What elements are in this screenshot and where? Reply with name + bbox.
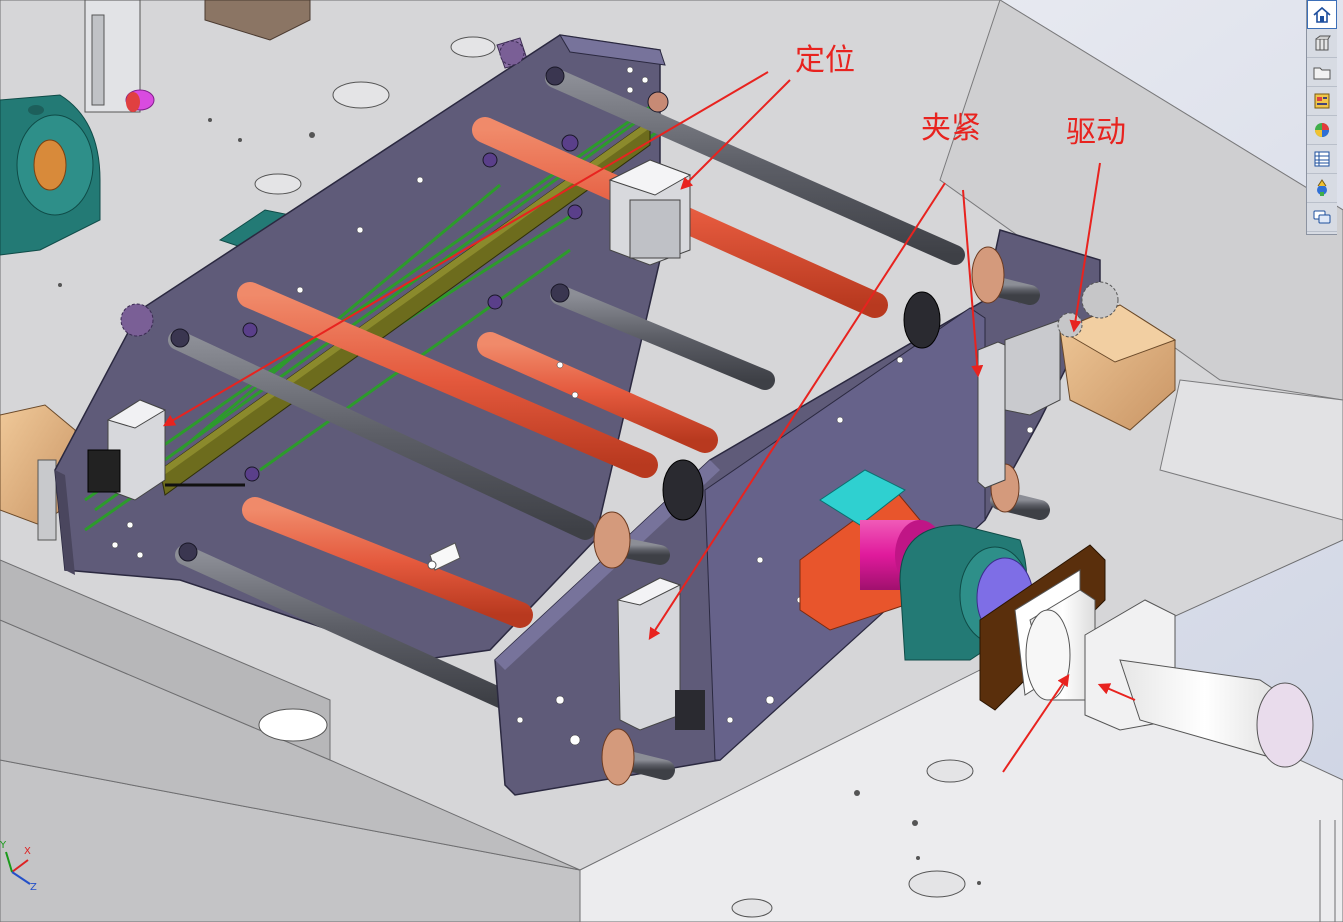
positioning-cylinder-left <box>87 399 245 501</box>
reference-triad: X Y Z <box>0 840 37 893</box>
triad-x-label: X <box>24 846 31 857</box>
task-pane-tab-custom-properties[interactable] <box>1307 174 1337 203</box>
task-pane-tabs <box>1306 0 1337 235</box>
appearances-icon <box>1314 151 1330 167</box>
servo-motor <box>1025 589 1314 768</box>
clamping-cylinder-rear <box>977 341 1006 489</box>
task-pane-tab-appearances[interactable] <box>1307 145 1337 174</box>
home-icon <box>1313 6 1331 23</box>
task-pane-tab-home[interactable] <box>1307 0 1337 29</box>
task-pane-tab-file-explorer[interactable] <box>1307 87 1337 116</box>
forum-icon <box>1313 210 1331 224</box>
task-pane-tab-forum[interactable] <box>1307 203 1337 232</box>
pillow-block-left <box>0 94 292 256</box>
drive-gear-motor <box>1004 281 1177 431</box>
positioning-callout: 定位 <box>795 43 855 78</box>
task-pane-tab-resources[interactable] <box>1307 29 1337 58</box>
clamping-callout: 夹紧 <box>921 111 981 146</box>
view-palette-icon <box>1315 123 1329 137</box>
annotation-arrows <box>162 71 1136 773</box>
file-explorer-icon <box>1314 93 1330 109</box>
task-pane-tab-view-palette[interactable] <box>1307 116 1337 145</box>
positioning-cylinder-top <box>608 159 692 266</box>
drive-callout: 驱动 <box>1066 115 1126 150</box>
custom-properties-icon <box>1317 179 1327 196</box>
gray-rods-back <box>168 68 965 710</box>
triad-y-label: Y <box>0 840 7 851</box>
triad-z-label: Z <box>30 882 37 893</box>
design-library-icon <box>1313 67 1331 80</box>
task-pane-tab-design-library[interactable] <box>1307 58 1337 87</box>
resources-icon <box>1315 35 1331 51</box>
